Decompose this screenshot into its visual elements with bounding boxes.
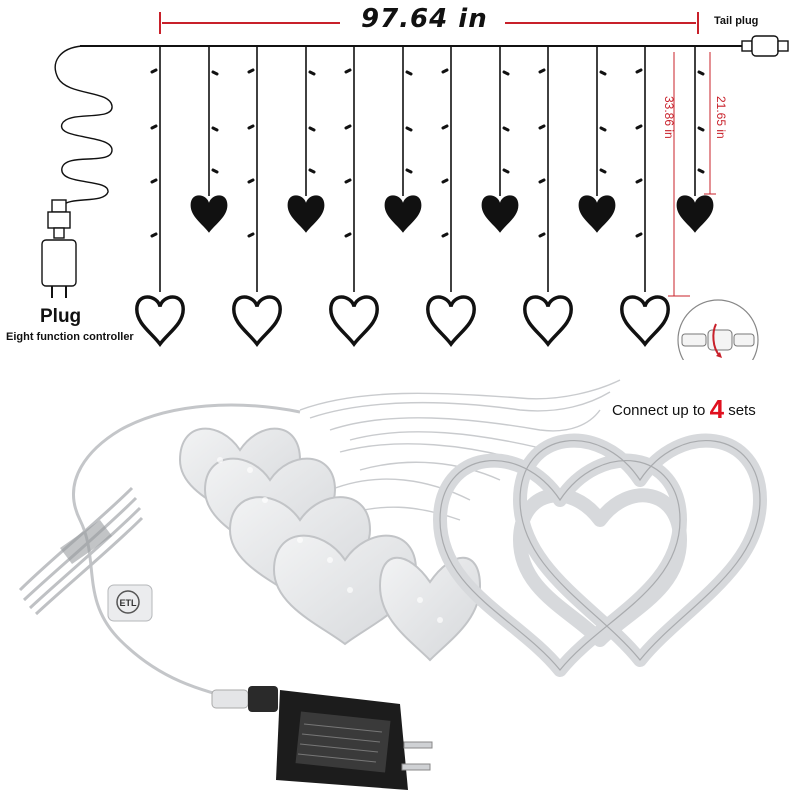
controller-label: Eight function controller <box>6 331 134 343</box>
short-drop-dimension-label: 21.65 in <box>714 96 728 139</box>
long-drop-dimension-label: 33.86 in <box>662 96 676 139</box>
lead-wire-coil <box>54 45 113 207</box>
width-dimension-line <box>159 12 699 34</box>
tail-plug-label: Tail plug <box>714 15 759 27</box>
filled-hearts <box>190 195 714 233</box>
connect-suffix: sets <box>728 402 756 419</box>
connect-sets-label: Connect up to 4 sets <box>612 394 756 425</box>
rotate-connector-icon <box>677 299 759 360</box>
connect-prefix: Connect up to <box>612 402 706 419</box>
plug-label: Plug <box>40 306 82 327</box>
open-hearts <box>135 295 670 346</box>
led-bulbs <box>150 68 705 238</box>
stacked-solid-hearts <box>178 427 482 662</box>
heart-texture <box>217 457 443 623</box>
lead-cable <box>72 403 301 702</box>
certification-tag: ETL <box>107 584 153 622</box>
short-drops <box>208 46 696 196</box>
curtain-light-diagram <box>41 12 789 360</box>
connect-count: 4 <box>709 394 725 424</box>
long-drops <box>159 46 646 292</box>
product-photo: ETL <box>18 379 767 790</box>
outline-hearts-edge <box>439 440 761 671</box>
drop-dimension-lines <box>668 52 716 297</box>
width-dimension-label: 97.64 in <box>355 4 494 34</box>
power-adapter-icon <box>211 686 433 790</box>
etl-mark: ETL <box>120 598 138 608</box>
plug-controller-icon <box>41 199 77 298</box>
tail-plug-icon <box>741 35 789 57</box>
